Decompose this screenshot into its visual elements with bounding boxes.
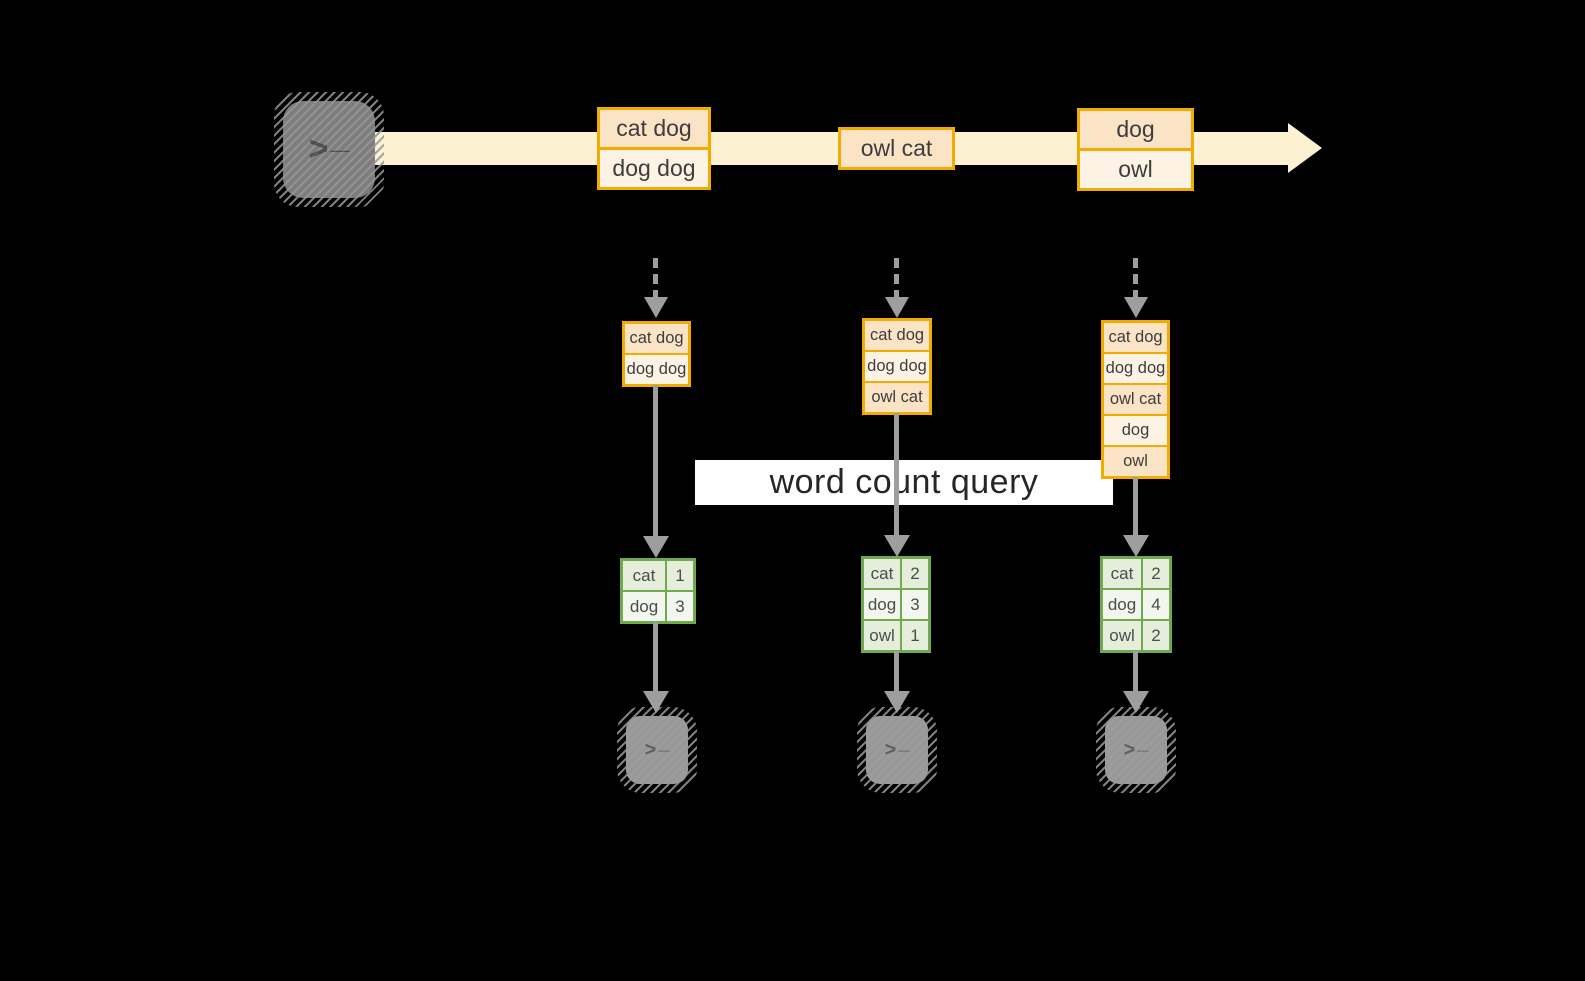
state-row: owl cat <box>865 383 929 412</box>
stream-record-box-2: owl cat <box>838 127 955 170</box>
arrow-line <box>1133 651 1138 692</box>
count-cell: 1 <box>667 561 693 590</box>
arrow-head-icon <box>884 691 910 713</box>
state-row: owl <box>1104 447 1167 476</box>
query-banner-label: word count query <box>769 463 1039 501</box>
dashed-arrow-line <box>894 258 899 300</box>
state-row: dog dog <box>625 355 688 384</box>
terminal-prompt-glyph: > _ <box>626 716 688 784</box>
prompt-underscore-icon: _ <box>898 731 910 754</box>
arrow-line <box>894 651 899 692</box>
dashed-arrow-line <box>1133 258 1138 300</box>
prompt-underscore-icon: _ <box>1137 731 1149 754</box>
arrow-head-icon <box>1124 297 1148 318</box>
count-row: cat 2 <box>1103 559 1169 588</box>
count-table-3: cat 2 dog 4 owl 2 <box>1100 556 1172 653</box>
count-table-2: cat 2 dog 3 owl 1 <box>861 556 931 653</box>
count-cell: 1 <box>902 621 928 650</box>
state-row: dog <box>1104 416 1167 445</box>
arrow-head-icon <box>884 535 910 557</box>
prompt-underscore-icon: _ <box>330 118 350 157</box>
count-row: dog 4 <box>1103 590 1169 619</box>
state-row: owl cat <box>1104 385 1167 414</box>
state-buffer-box-3: cat dog dog dog owl cat dog owl <box>1101 320 1170 479</box>
word-cell: dog <box>1103 590 1141 619</box>
state-row: cat dog <box>625 324 688 353</box>
record-row: cat dog <box>600 110 708 147</box>
count-cell: 3 <box>902 590 928 619</box>
stream-record-box-3: dog owl <box>1077 108 1194 191</box>
query-banner: word count query <box>695 460 1113 505</box>
terminal-prompt-glyph: > _ <box>1105 716 1167 784</box>
count-cell: 2 <box>1143 559 1169 588</box>
prompt-underscore-icon: _ <box>658 731 670 754</box>
arrow-head-icon <box>885 297 909 318</box>
count-cell: 4 <box>1143 590 1169 619</box>
terminal-source-icon: > _ <box>274 92 384 207</box>
word-cell: cat <box>864 559 900 588</box>
word-cell: owl <box>1103 621 1141 650</box>
prompt-chevron-icon: > <box>644 738 657 761</box>
state-buffer-box-2: cat dog dog dog owl cat <box>862 318 932 415</box>
count-table-1: cat 1 dog 3 <box>620 558 696 624</box>
arrow-head-icon <box>644 297 668 318</box>
stream-arrow-head-icon <box>1288 123 1322 173</box>
count-row: owl 2 <box>1103 621 1169 650</box>
prompt-chevron-icon: > <box>884 738 897 761</box>
word-cell: dog <box>864 590 900 619</box>
state-row: dog dog <box>865 352 929 381</box>
arrow-head-icon <box>1123 535 1149 557</box>
state-row: dog dog <box>1104 354 1167 383</box>
arrow-line <box>894 413 899 536</box>
state-row: cat dog <box>1104 323 1167 352</box>
count-cell: 3 <box>667 592 693 621</box>
record-row: owl <box>1080 151 1191 188</box>
arrow-head-icon <box>643 536 669 558</box>
record-row: owl cat <box>841 130 952 167</box>
arrow-line <box>1133 477 1138 536</box>
count-row: owl 1 <box>864 621 928 650</box>
state-row: cat dog <box>865 321 929 350</box>
arrow-line <box>653 385 658 537</box>
word-cell: owl <box>864 621 900 650</box>
record-row: dog dog <box>600 150 708 187</box>
terminal-sink-icon-2: > _ <box>857 707 937 793</box>
record-row: dog <box>1080 111 1191 148</box>
dashed-arrow-line <box>653 258 658 300</box>
word-cell: cat <box>1103 559 1141 588</box>
count-row: dog 3 <box>864 590 928 619</box>
prompt-chevron-icon: > <box>308 130 329 168</box>
count-cell: 2 <box>902 559 928 588</box>
terminal-prompt-glyph: > _ <box>866 716 928 784</box>
arrow-line <box>653 622 658 692</box>
count-row: cat 2 <box>864 559 928 588</box>
terminal-sink-icon-3: > _ <box>1096 707 1176 793</box>
arrow-head-icon <box>643 691 669 713</box>
prompt-chevron-icon: > <box>1123 738 1136 761</box>
word-cell: dog <box>623 592 665 621</box>
count-row: dog 3 <box>623 592 693 621</box>
state-buffer-box-1: cat dog dog dog <box>622 321 691 387</box>
arrow-head-icon <box>1123 691 1149 713</box>
word-cell: cat <box>623 561 665 590</box>
stream-record-box-1: cat dog dog dog <box>597 107 711 190</box>
count-cell: 2 <box>1143 621 1169 650</box>
terminal-prompt-glyph: > _ <box>283 101 375 198</box>
terminal-sink-icon-1: > _ <box>617 707 697 793</box>
count-row: cat 1 <box>623 561 693 590</box>
